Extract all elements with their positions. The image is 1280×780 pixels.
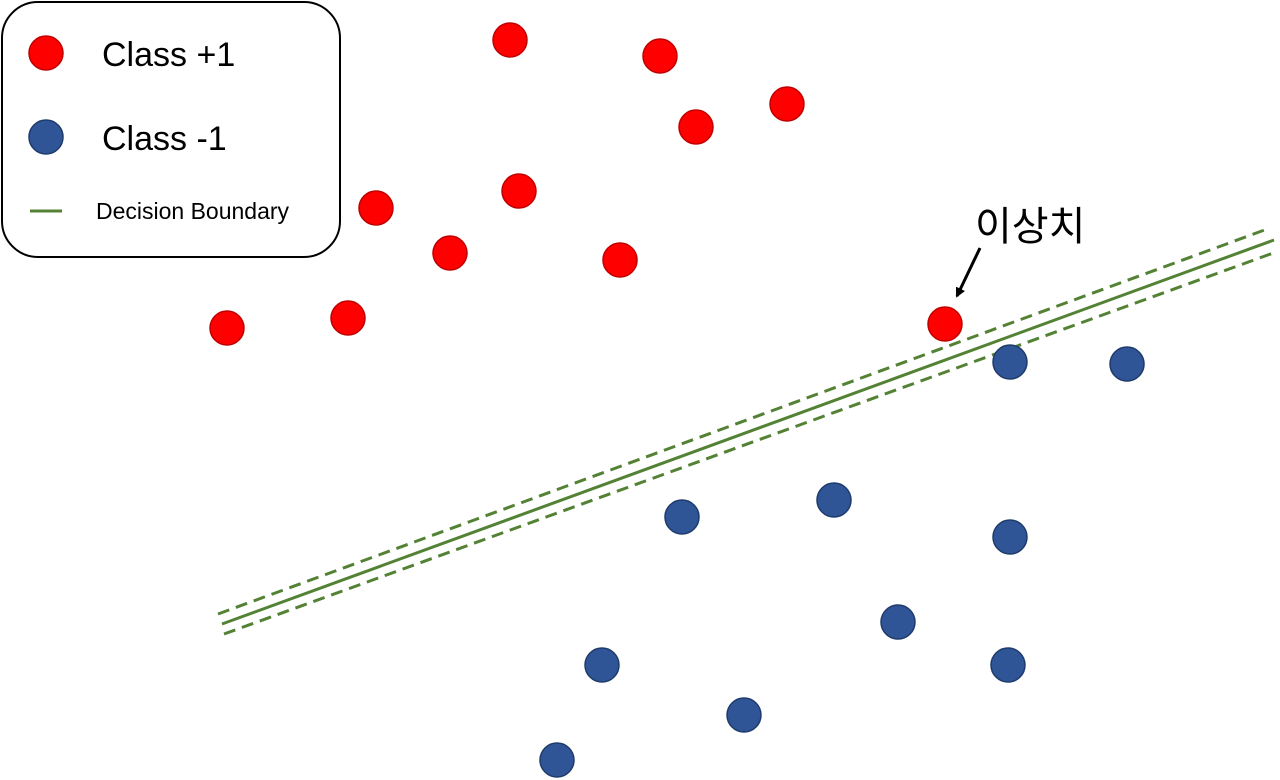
decision-boundary-line	[221, 238, 1275, 626]
legend-boundary-label: Decision Boundary	[96, 198, 290, 224]
class-pos-point	[501, 173, 537, 209]
class-pos-point	[330, 300, 366, 336]
legend-class-neg-label: Class -1	[102, 120, 227, 158]
legend-class-pos-label: Class +1	[102, 36, 235, 74]
class-pos-point	[432, 235, 468, 271]
class-pos-points	[209, 22, 963, 346]
class-neg-point	[539, 742, 575, 778]
class-pos-point	[642, 38, 678, 74]
class-neg-point	[990, 647, 1026, 683]
class-pos-point	[927, 306, 963, 342]
class-neg-point	[664, 499, 700, 535]
class-pos-point	[209, 310, 245, 346]
class-neg-point	[816, 482, 852, 518]
class-neg-point	[992, 519, 1028, 555]
class-pos-point	[769, 86, 805, 122]
class-neg-point	[726, 697, 762, 733]
outlier-arrow	[955, 247, 982, 298]
legend-class-neg-marker	[28, 119, 64, 155]
legend: Class +1 Class -1 Decision Boundary	[1, 1, 341, 258]
class-pos-point	[678, 109, 714, 145]
class-pos-point	[358, 190, 394, 226]
class-neg-point	[992, 344, 1028, 380]
outlier-label: 이상치	[975, 204, 1085, 250]
class-neg-point	[1109, 346, 1145, 382]
class-neg-point	[584, 647, 620, 683]
legend-box	[1, 1, 341, 258]
class-neg-point	[880, 604, 916, 640]
outlier-annotation: 이상치	[955, 204, 1085, 298]
legend-class-pos-marker	[28, 35, 64, 71]
margin-line-upper	[217, 226, 1271, 616]
class-neg-points	[539, 344, 1145, 778]
decision-boundary	[217, 226, 1277, 636]
class-pos-point	[492, 22, 528, 58]
margin-line-lower	[223, 250, 1277, 636]
class-pos-point	[602, 242, 638, 278]
